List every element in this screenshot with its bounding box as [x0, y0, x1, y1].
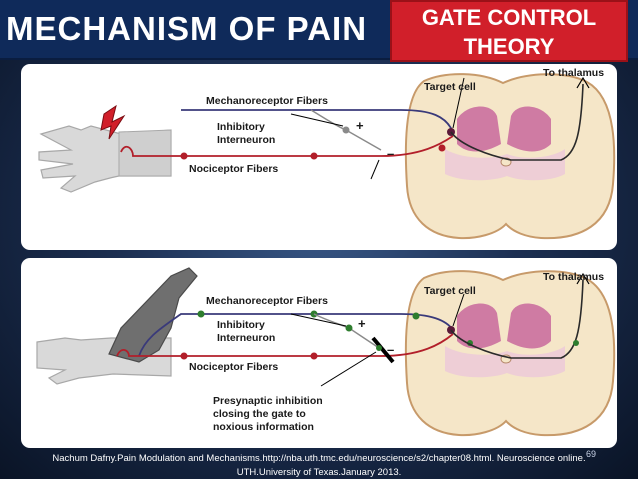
thalamus-arrow-bottom: [576, 272, 590, 285]
gate-diagram-bottom: To thalamus Target cell Mechanoreceptor …: [36, 267, 616, 437]
mechanoreceptor-label-bottom: Mechanoreceptor Fibers: [206, 295, 328, 307]
arm-hand-top: [38, 125, 172, 193]
thalamus-path-bottom: [450, 279, 584, 359]
nociceptor-pointer-top: [370, 159, 380, 180]
mechano-node-3: [412, 312, 420, 320]
target-cell-label-top: Target cell: [424, 81, 476, 93]
nociceptor-node-2b: [310, 352, 318, 360]
interneuron-pointer-bottom: [290, 313, 347, 327]
slide-title: MECHANISM OF PAIN: [6, 10, 368, 47]
slide-number: 69: [586, 449, 597, 459]
inhibitory-label-top: Inhibitory: [217, 121, 265, 133]
diagram-panel-bottom: To thalamus Target cell Mechanoreceptor …: [21, 258, 617, 448]
presyn-pointer: [320, 351, 377, 387]
minus-sign-bottom: –: [387, 342, 394, 357]
to-thalamus-label-bottom: To thalamus: [543, 271, 604, 283]
reference-line2: UTH.University of Texas.January 2013.: [236, 467, 402, 478]
presyn-label-1: Presynaptic inhibition: [213, 395, 323, 407]
nociceptor-fiber-top: [120, 135, 454, 157]
gate-title-line1: GATE CONTROL: [421, 5, 597, 30]
target-pointer-bottom: [452, 293, 465, 327]
spinal-cord-top: [404, 73, 616, 240]
nociceptor-node-3: [438, 144, 446, 152]
interneuron-label-bottom: Interneuron: [217, 332, 275, 344]
thalamus-arrow-top: [576, 76, 590, 89]
thalamus-path-top: [450, 83, 584, 161]
to-thalamus-label-top: To thalamus: [543, 67, 604, 79]
nociceptor-node-1: [180, 152, 188, 160]
target-pointer-top: [452, 77, 465, 129]
inhibitory-label-bottom: Inhibitory: [217, 319, 265, 331]
nociceptor-node-2: [310, 152, 318, 160]
thalamus-node-bottom: [573, 340, 579, 346]
nociceptor-label-bottom: Nociceptor Fibers: [189, 361, 278, 373]
nociceptor-label-top: Nociceptor Fibers: [189, 163, 278, 175]
reference-line1: Nachum Dafny.Pain Modulation and Mechani…: [52, 453, 586, 464]
interneuron-node-bottom: [345, 324, 353, 332]
diagram-panel-top: To thalamus Target cell Mechanoreceptor …: [21, 64, 617, 250]
mechanoreceptor-fiber-top: [181, 109, 454, 133]
lightning-pain-icon: [100, 104, 126, 140]
nociceptor-fiber-bottom: [116, 333, 454, 357]
mechanoreceptor-label-top: Mechanoreceptor Fibers: [206, 95, 328, 107]
gate-block-mark: [371, 336, 395, 364]
mechano-node-1: [197, 310, 205, 318]
interneuron-label-top: Interneuron: [217, 134, 275, 146]
presyn-label-3: noxious information: [213, 421, 314, 433]
gate-title-line2: THEORY: [463, 34, 555, 59]
rubbing-hand-icon: [108, 267, 198, 363]
interneuron-node-top: [342, 126, 350, 134]
interneuron-pointer-top: [290, 113, 344, 127]
gate-control-banner: GATE CONTROL THEORY: [390, 0, 628, 62]
presyn-label-2: closing the gate to: [213, 408, 306, 420]
plus-sign-bottom: +: [358, 316, 366, 331]
nociceptor-node-1b: [180, 352, 188, 360]
inhibition-node: [376, 345, 382, 351]
gate-diagram-top: To thalamus Target cell Mechanoreceptor …: [38, 67, 616, 240]
interneuron-branch-bottom: [313, 313, 380, 349]
target-cell-label-bottom: Target cell: [424, 285, 476, 297]
minus-sign-top: –: [387, 146, 394, 161]
plus-sign-top: +: [356, 118, 364, 133]
